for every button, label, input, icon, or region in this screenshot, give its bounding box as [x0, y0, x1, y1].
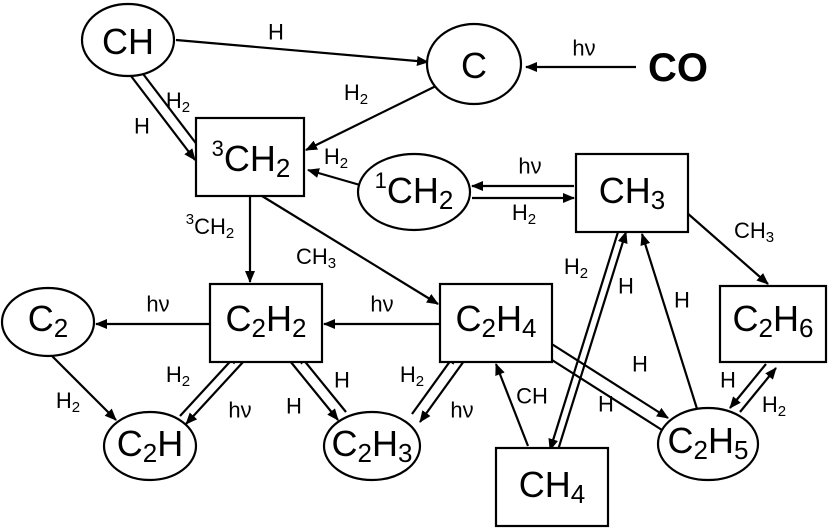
- label-hv-co: hν: [572, 36, 595, 61]
- label-h2-c2h6-c2h5: H2: [762, 392, 786, 420]
- label-ch3-3ch2-c2h4: CH3: [296, 244, 336, 272]
- edge-3ch2-to-c2h4: [261, 195, 439, 305]
- label-hv-c2h4-c2h2: hν: [370, 292, 393, 317]
- label-h-c2h2-c2h3-b: H: [286, 394, 302, 419]
- svg-text:C2: C2: [28, 298, 68, 344]
- label-h2-ch-3ch2: H2: [166, 88, 190, 116]
- label-h-ch4-ch3: H: [618, 274, 634, 299]
- svg-text:CO: CO: [648, 46, 708, 90]
- node-c2h6: C2H6: [718, 284, 828, 364]
- node-co: CO: [648, 46, 708, 90]
- edge-ch3-to-c2h6: [685, 211, 769, 285]
- node-ch: CH: [80, 2, 176, 78]
- edge-c2h2-c2h-equilibrium: [179, 352, 245, 425]
- edge-ch4-to-c2h4: [494, 363, 530, 447]
- label-h-ch-3ch2: H: [134, 114, 150, 139]
- node-c2h5: C2H5: [656, 406, 760, 482]
- node-c2h4: C2H4: [438, 282, 554, 364]
- label-hv-c2h4-c2h3: hν: [450, 398, 473, 423]
- label-h2-c2h4-c2h3: H2: [400, 362, 424, 390]
- svg-text:C2H2: C2H2: [226, 298, 307, 344]
- svg-text:C: C: [461, 45, 487, 86]
- label-hv-c2h2-c2: hν: [146, 292, 169, 317]
- label-h-c2h6-c2h5: H: [720, 368, 736, 393]
- label-h2-ch3-ch4: H2: [564, 254, 588, 282]
- edge-labels: H hν H2 H2 H H2 hν H2 3CH2 CH3 CH3 hν hν…: [56, 20, 786, 423]
- label-hv-c2h2-c2h: hν: [228, 398, 251, 423]
- label-h2-c-3ch2: H2: [344, 80, 368, 108]
- label-3ch2-self: 3CH2: [186, 211, 234, 242]
- label-h-c2h2-c2h3-a: H: [334, 368, 350, 393]
- node-singlet-ch2: 1CH2: [356, 152, 472, 232]
- svg-text:C2H: C2H: [117, 423, 183, 469]
- edge-c2h6-c2h5-equilibrium: [729, 363, 777, 413]
- edge-c-to-3ch2: [305, 85, 437, 151]
- label-h2-1ch2-ch3: H2: [512, 200, 536, 228]
- node-c2h2: C2H2: [208, 282, 324, 364]
- label-hv-ch3-1ch2: hν: [518, 154, 541, 179]
- label-h-c2h4-c2h5-a: H: [632, 352, 648, 377]
- edge-ch-3ch2-equilibrium: [130, 61, 199, 161]
- edge-1ch2-to-3ch2: [307, 168, 361, 187]
- svg-text:CH3: CH3: [599, 170, 665, 216]
- label-h-c2h5-ch3: H: [674, 288, 690, 313]
- svg-text:CH: CH: [102, 21, 154, 62]
- edge-ch-to-c: [175, 38, 429, 67]
- label-ch-ch4-c2h4: CH: [516, 384, 548, 409]
- node-c: C: [425, 22, 523, 106]
- node-ch3: CH3: [574, 152, 690, 234]
- edge-ch3-1ch2-equilibrium: [471, 181, 575, 203]
- node-ch4: CH4: [494, 446, 610, 528]
- edge-c2h5-to-ch3: [640, 233, 700, 413]
- label-h2-c2h-c2h2: H2: [166, 362, 190, 390]
- svg-text:C2H3: C2H3: [332, 423, 413, 469]
- edges: [45, 38, 777, 451]
- svg-text:C2H6: C2H6: [733, 298, 814, 344]
- svg-text:C2H5: C2H5: [668, 420, 749, 466]
- svg-text:1CH2: 1CH2: [375, 168, 454, 216]
- edge-c2-to-c2h: [45, 349, 117, 421]
- label-ch3-ch3-c2h6: CH3: [734, 218, 774, 246]
- svg-text:C2H4: C2H4: [456, 298, 537, 344]
- node-c2: C2: [0, 286, 96, 358]
- edge-c2h4-c2h3-equilibrium: [411, 352, 465, 423]
- node-triplet-ch2: 3CH2: [194, 116, 306, 198]
- node-c2h: C2H: [102, 410, 198, 482]
- svg-text:3CH2: 3CH2: [212, 136, 291, 184]
- edge-ch3-ch4-equilibrium: [548, 231, 628, 451]
- label-ch-c: H: [268, 20, 284, 45]
- label-h2-c2-c2h: H2: [56, 388, 80, 416]
- label-h-c2h4-c2h5-b: H: [598, 392, 614, 417]
- svg-text:CH4: CH4: [519, 464, 585, 510]
- label-h2-1ch2-3ch2: H2: [324, 144, 348, 172]
- node-c2h3: C2H3: [322, 410, 422, 482]
